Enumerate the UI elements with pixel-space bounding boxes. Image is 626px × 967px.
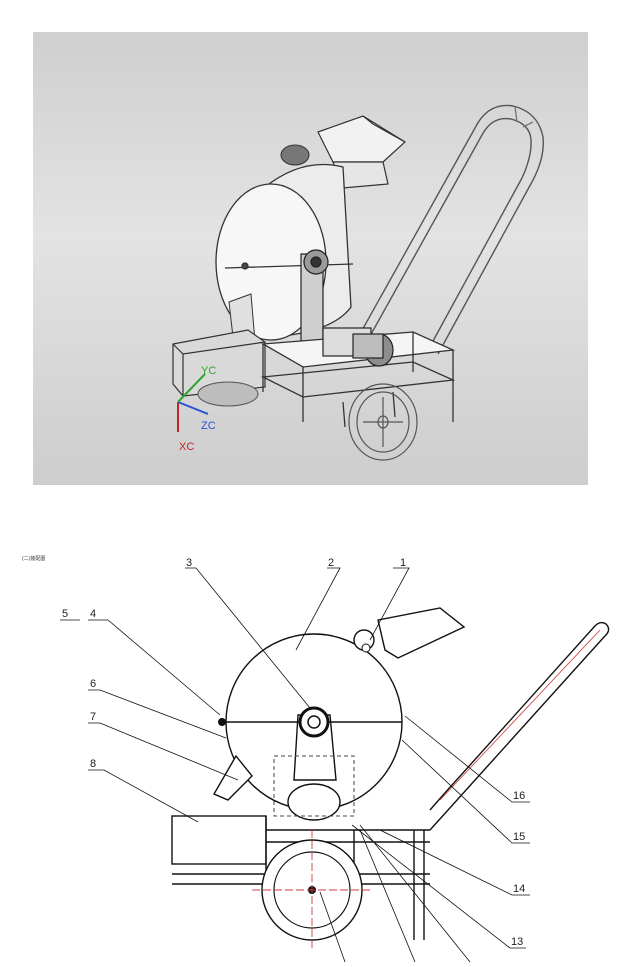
assembly-drawing: (二)装配图	[0, 500, 626, 963]
callout-label: 4	[90, 608, 96, 620]
hopper-shape	[377, 607, 466, 659]
assembly-drawing-svg: (二)装配图	[22, 555, 610, 963]
callout-label: 5	[62, 608, 68, 620]
handle-drawing	[429, 621, 610, 831]
callout-label: 13	[511, 936, 523, 948]
rendered-3d-model-svg: YC ZC XC	[172, 104, 544, 461]
front-wheel	[197, 381, 259, 407]
callout-label: 15	[513, 831, 525, 843]
output-box-shape	[171, 815, 267, 865]
feed-hopper	[317, 115, 406, 189]
callout-label: 6	[90, 678, 96, 690]
axis-label-x: XC	[179, 441, 194, 453]
callout-label: 8	[90, 758, 96, 770]
corner-note: (二)装配图	[22, 555, 45, 562]
callout-label: 3	[186, 557, 192, 569]
rear-wheel	[348, 383, 418, 461]
output-box	[172, 329, 266, 397]
rendered-3d-model: YC ZC XC	[33, 32, 588, 485]
callout-label: 16	[513, 790, 525, 802]
callout-label: 2	[328, 557, 334, 569]
axis-label-y: YC	[201, 365, 216, 377]
wheel-drawing	[252, 830, 372, 950]
top-pulley	[280, 144, 310, 166]
axis-label-z: ZC	[201, 420, 216, 432]
axis-triad: YC ZC XC	[177, 365, 216, 453]
callout-labels: 1 2 3 4 5 6 7 8 16 15 14 13	[62, 557, 525, 948]
callout-label: 14	[513, 883, 525, 895]
motor	[322, 327, 394, 367]
push-handle	[350, 104, 544, 355]
bolt-left	[218, 718, 226, 726]
callout-label: 7	[90, 711, 96, 723]
motor-shape	[287, 783, 341, 821]
callout-label: 1	[400, 557, 406, 569]
leader-lines	[60, 567, 530, 963]
drive-belt	[300, 249, 329, 345]
